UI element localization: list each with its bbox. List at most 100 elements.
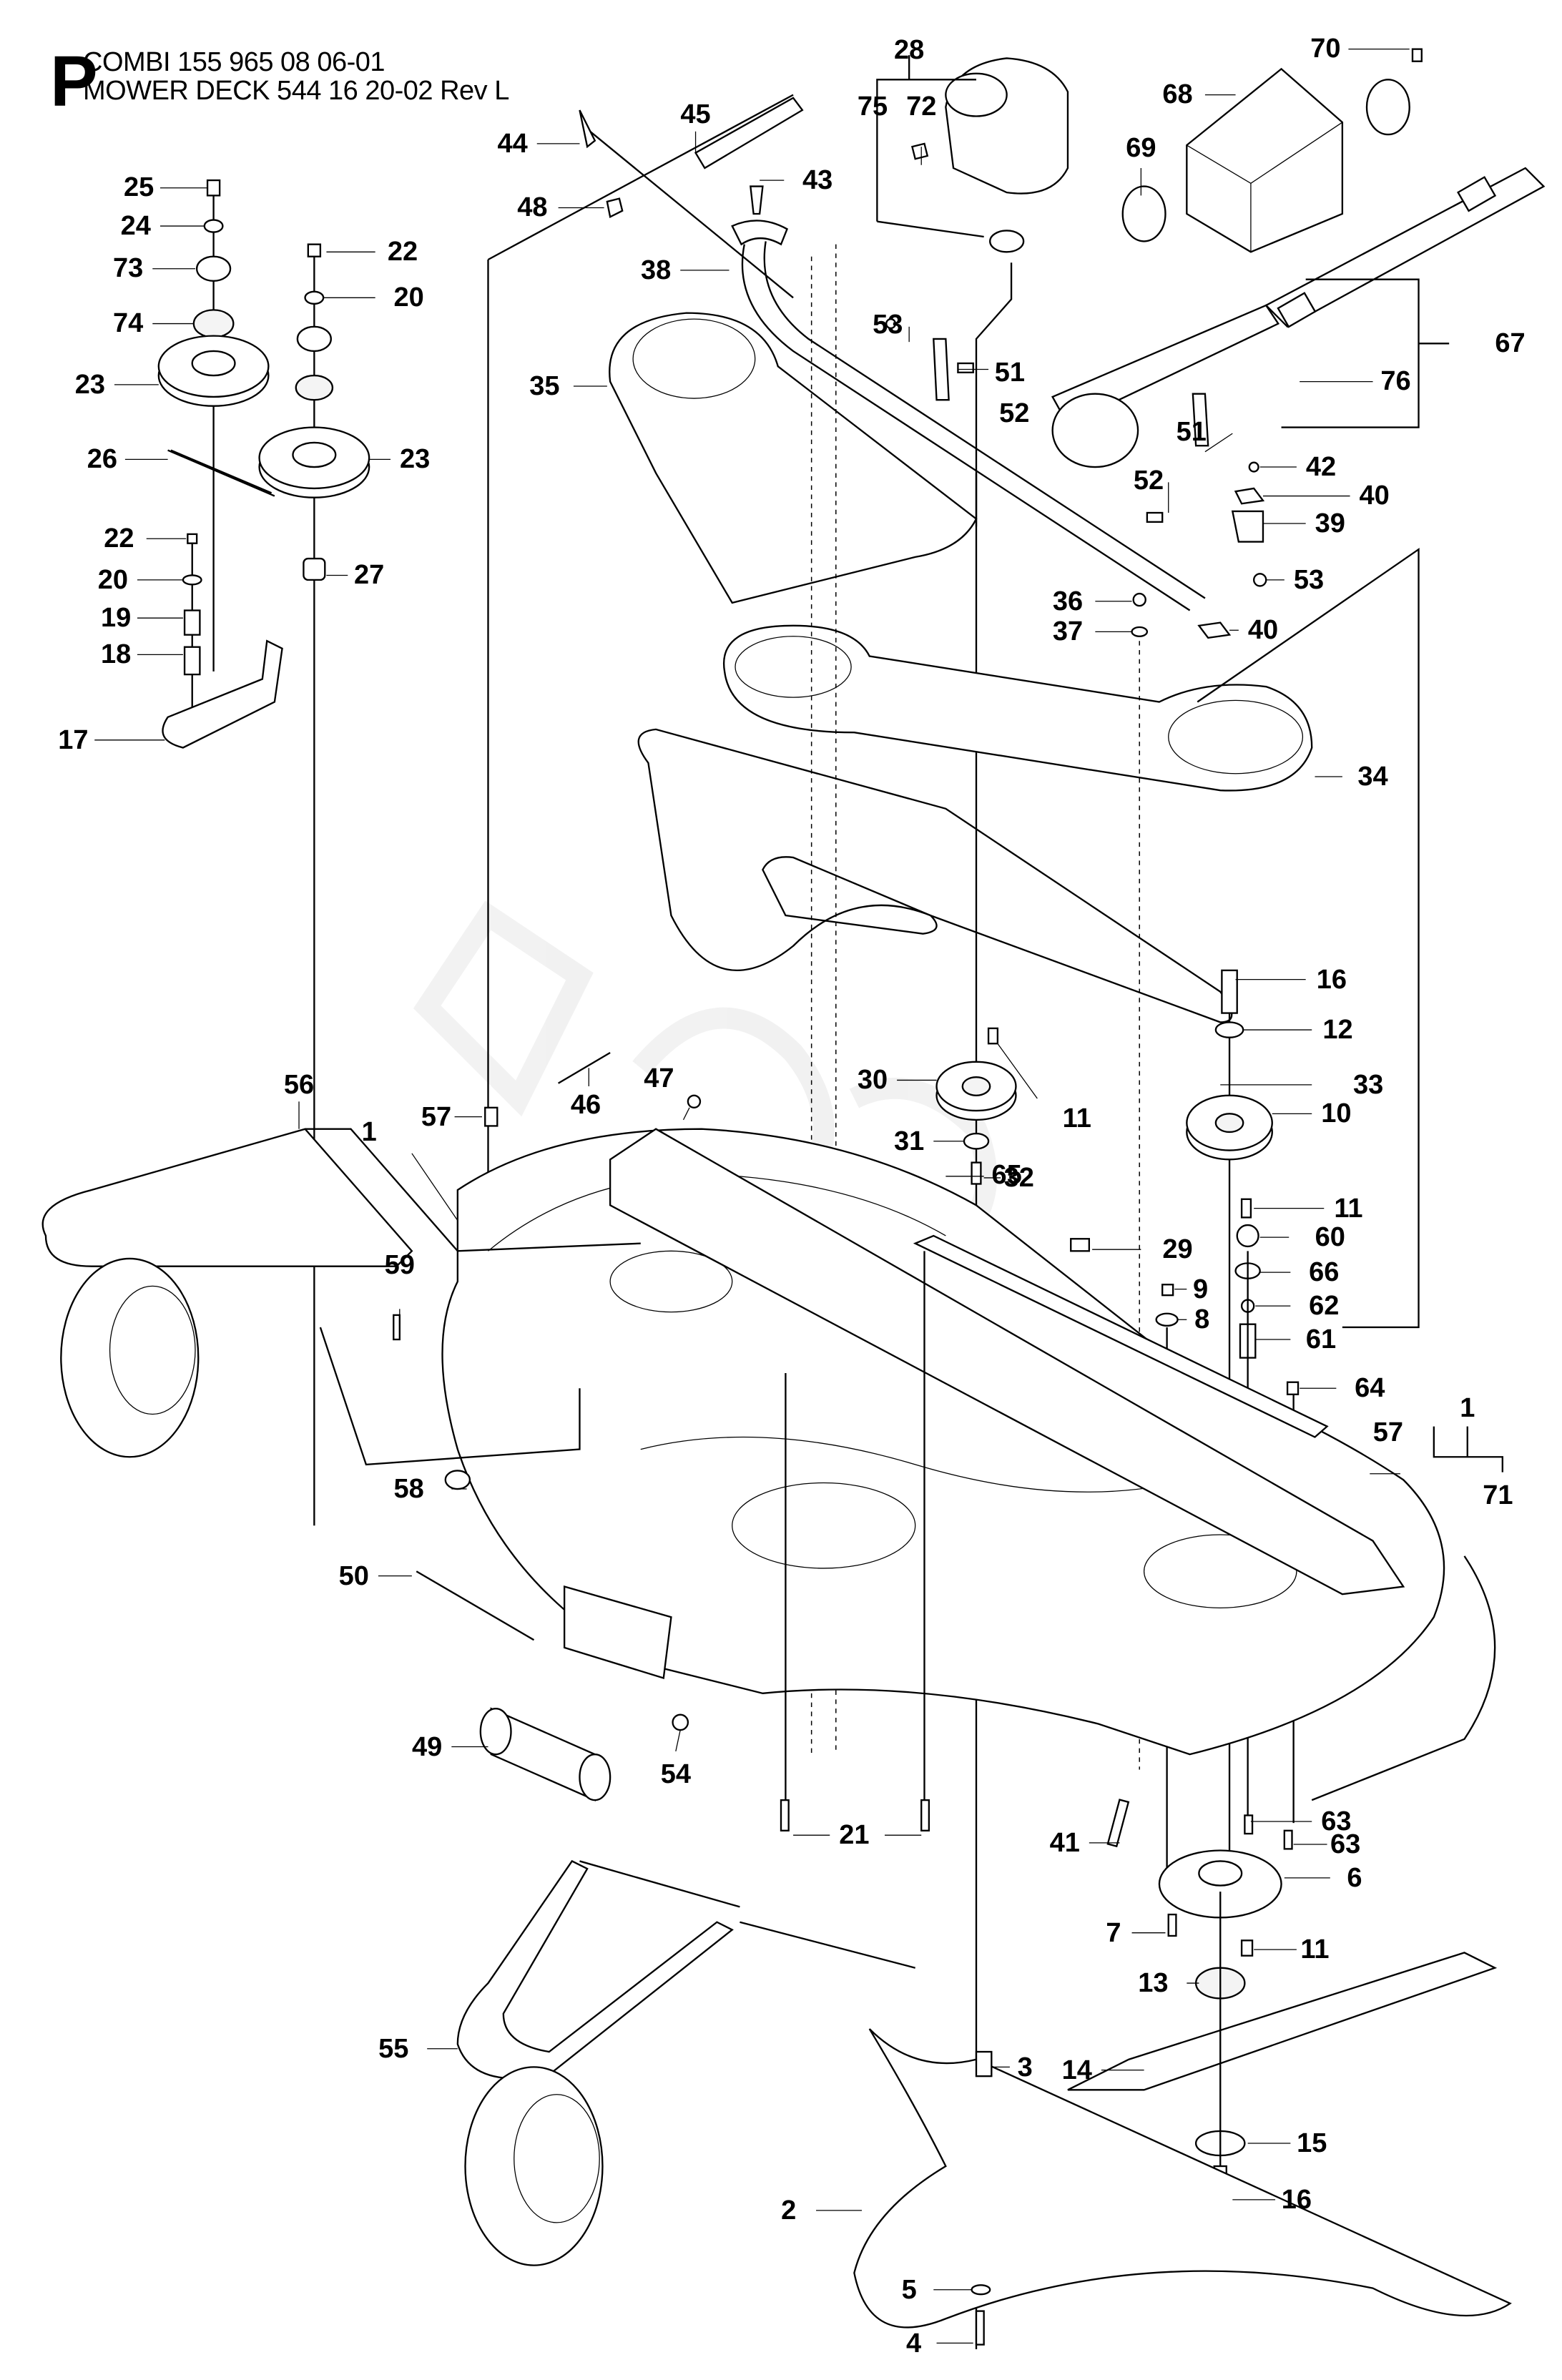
part-callout-36: 36: [1052, 586, 1084, 616]
part-callout-34: 34: [1357, 761, 1388, 792]
part-callout-5: 5: [901, 2275, 917, 2306]
part-callout-43: 43: [802, 164, 833, 195]
part-callout-40: 40: [1359, 481, 1390, 511]
bracket-39-icon: [1231, 510, 1264, 543]
plate-40b-icon: [1197, 621, 1232, 639]
drive-belts: [637, 728, 1233, 1023]
part-callout-73: 73: [113, 253, 144, 284]
part-callout-7: 7: [1106, 1917, 1121, 1948]
center-pulleys: [935, 969, 1300, 1877]
seal-75-icon: [989, 230, 1025, 253]
bolt-4-icon: [975, 2310, 985, 2346]
part-callout-48: 48: [517, 192, 548, 223]
part-callout-67: 67: [1495, 328, 1526, 358]
front-caster-56: [41, 1128, 641, 1466]
nut-47-icon: [687, 1094, 702, 1109]
part-callout-17: 17: [58, 724, 89, 755]
nut-42-icon: [1248, 461, 1259, 473]
part-callout-32: 32: [1003, 1162, 1034, 1193]
pin-59-icon: [393, 1314, 401, 1341]
part-callout-46: 46: [570, 1089, 601, 1120]
bolt-29-icon: [1070, 1238, 1091, 1252]
part-callout-8: 8: [1194, 1304, 1210, 1335]
blade-guard-2-icon: [853, 2028, 1512, 2329]
key-11c-icon: [1240, 1939, 1254, 1957]
part-callout-26: 26: [87, 444, 118, 475]
plate-69-icon: [1121, 185, 1166, 242]
bolt-63a-icon: [1244, 1814, 1254, 1835]
part-callout-63: 63: [1321, 1806, 1352, 1837]
leader-lines: [94, 49, 1410, 2344]
pin-58-icon: [444, 1470, 471, 1490]
slot-link-51-icon: [1192, 393, 1209, 447]
part-callout-24: 24: [120, 210, 151, 241]
part-callout-69: 69: [1126, 132, 1156, 163]
part-callout-1: 1: [1460, 1393, 1475, 1424]
part-callout-29: 29: [1162, 1234, 1193, 1265]
belt-inner-icon: [762, 856, 938, 935]
part-callout-39: 39: [1315, 508, 1345, 539]
rod-45-icon: [694, 97, 804, 169]
part-callout-47: 47: [644, 1063, 674, 1094]
part-callout-44: 44: [497, 128, 528, 159]
part-callout-55: 55: [378, 2034, 409, 2065]
washer-12-icon: [1214, 1021, 1244, 1038]
part-callout-51: 51: [994, 357, 1026, 388]
part-callout-40: 40: [1247, 615, 1279, 646]
plate-40-icon: [1234, 487, 1265, 505]
part-callout-65: 65: [991, 1159, 1022, 1190]
part-callout-20: 20: [393, 282, 424, 313]
part-callout-1: 1: [361, 1116, 377, 1147]
belt-33-icon: [637, 728, 1233, 1023]
washer-20-right-icon: [304, 290, 325, 305]
part-callout-28: 28: [894, 35, 925, 66]
part-callout-61: 61: [1305, 1324, 1337, 1355]
part-callout-53: 53: [873, 310, 903, 340]
part-callout-6: 6: [1347, 1863, 1362, 1894]
part-callout-25: 25: [123, 172, 154, 203]
part-callout-62: 62: [1309, 1291, 1340, 1322]
part-callout-41: 41: [1049, 1828, 1080, 1859]
part-callout-51: 51: [1176, 416, 1207, 447]
part-callout-9: 9: [1192, 1274, 1209, 1304]
bolt-7-icon: [1167, 1913, 1177, 1937]
nut-53-icon: [1252, 573, 1267, 587]
assembly-title-line: MOWER DECK 544 16 20-02 Rev L: [83, 76, 509, 106]
part-callout-52: 52: [1133, 466, 1164, 496]
part-callout-11: 11: [1300, 1934, 1330, 1965]
belt-guard-34-icon: [722, 624, 1313, 792]
bolt-32-icon: [971, 1161, 982, 1185]
part-callout-31: 31: [894, 1126, 925, 1156]
part-callout-70: 70: [1310, 34, 1341, 64]
bolt-57-icon: [484, 1106, 498, 1127]
part-callout-74: 74: [113, 308, 144, 339]
part-callout-2: 2: [781, 2195, 797, 2226]
belt-guards: [609, 312, 1420, 1329]
spindle-and-blade: [853, 1814, 1512, 2346]
part-callout-14: 14: [1061, 2055, 1092, 2085]
washer-5-icon: [971, 2284, 991, 2296]
part-callout-27: 27: [354, 560, 385, 591]
knob-60-icon: [1236, 1224, 1259, 1248]
part-callout-3: 3: [1017, 2052, 1033, 2082]
part-callout-72: 72: [906, 92, 937, 122]
mower-deck-housing: [441, 1128, 1503, 1801]
part-callout-16: 16: [1281, 2185, 1312, 2216]
lever-44-icon: [579, 109, 596, 149]
roller-bracket-icon: [563, 1585, 672, 1680]
idler-arm-17-icon: [162, 639, 283, 749]
part-callout-22: 22: [387, 237, 418, 267]
nut-9-icon: [1161, 1284, 1174, 1297]
part-callout-71: 71: [1483, 1480, 1513, 1510]
ring-73-icon: [195, 255, 232, 282]
key-11-icon: [987, 1027, 999, 1045]
part-callout-75: 75: [857, 92, 888, 122]
part-callout-23: 23: [74, 369, 105, 400]
part-callout-60: 60: [1315, 1222, 1345, 1253]
nut-54-icon: [672, 1713, 689, 1731]
spacer-27-icon: [303, 557, 326, 581]
bracket-38-icon: [731, 220, 789, 246]
plate-70-icon: [1365, 79, 1410, 136]
part-callout-37: 37: [1052, 616, 1084, 647]
